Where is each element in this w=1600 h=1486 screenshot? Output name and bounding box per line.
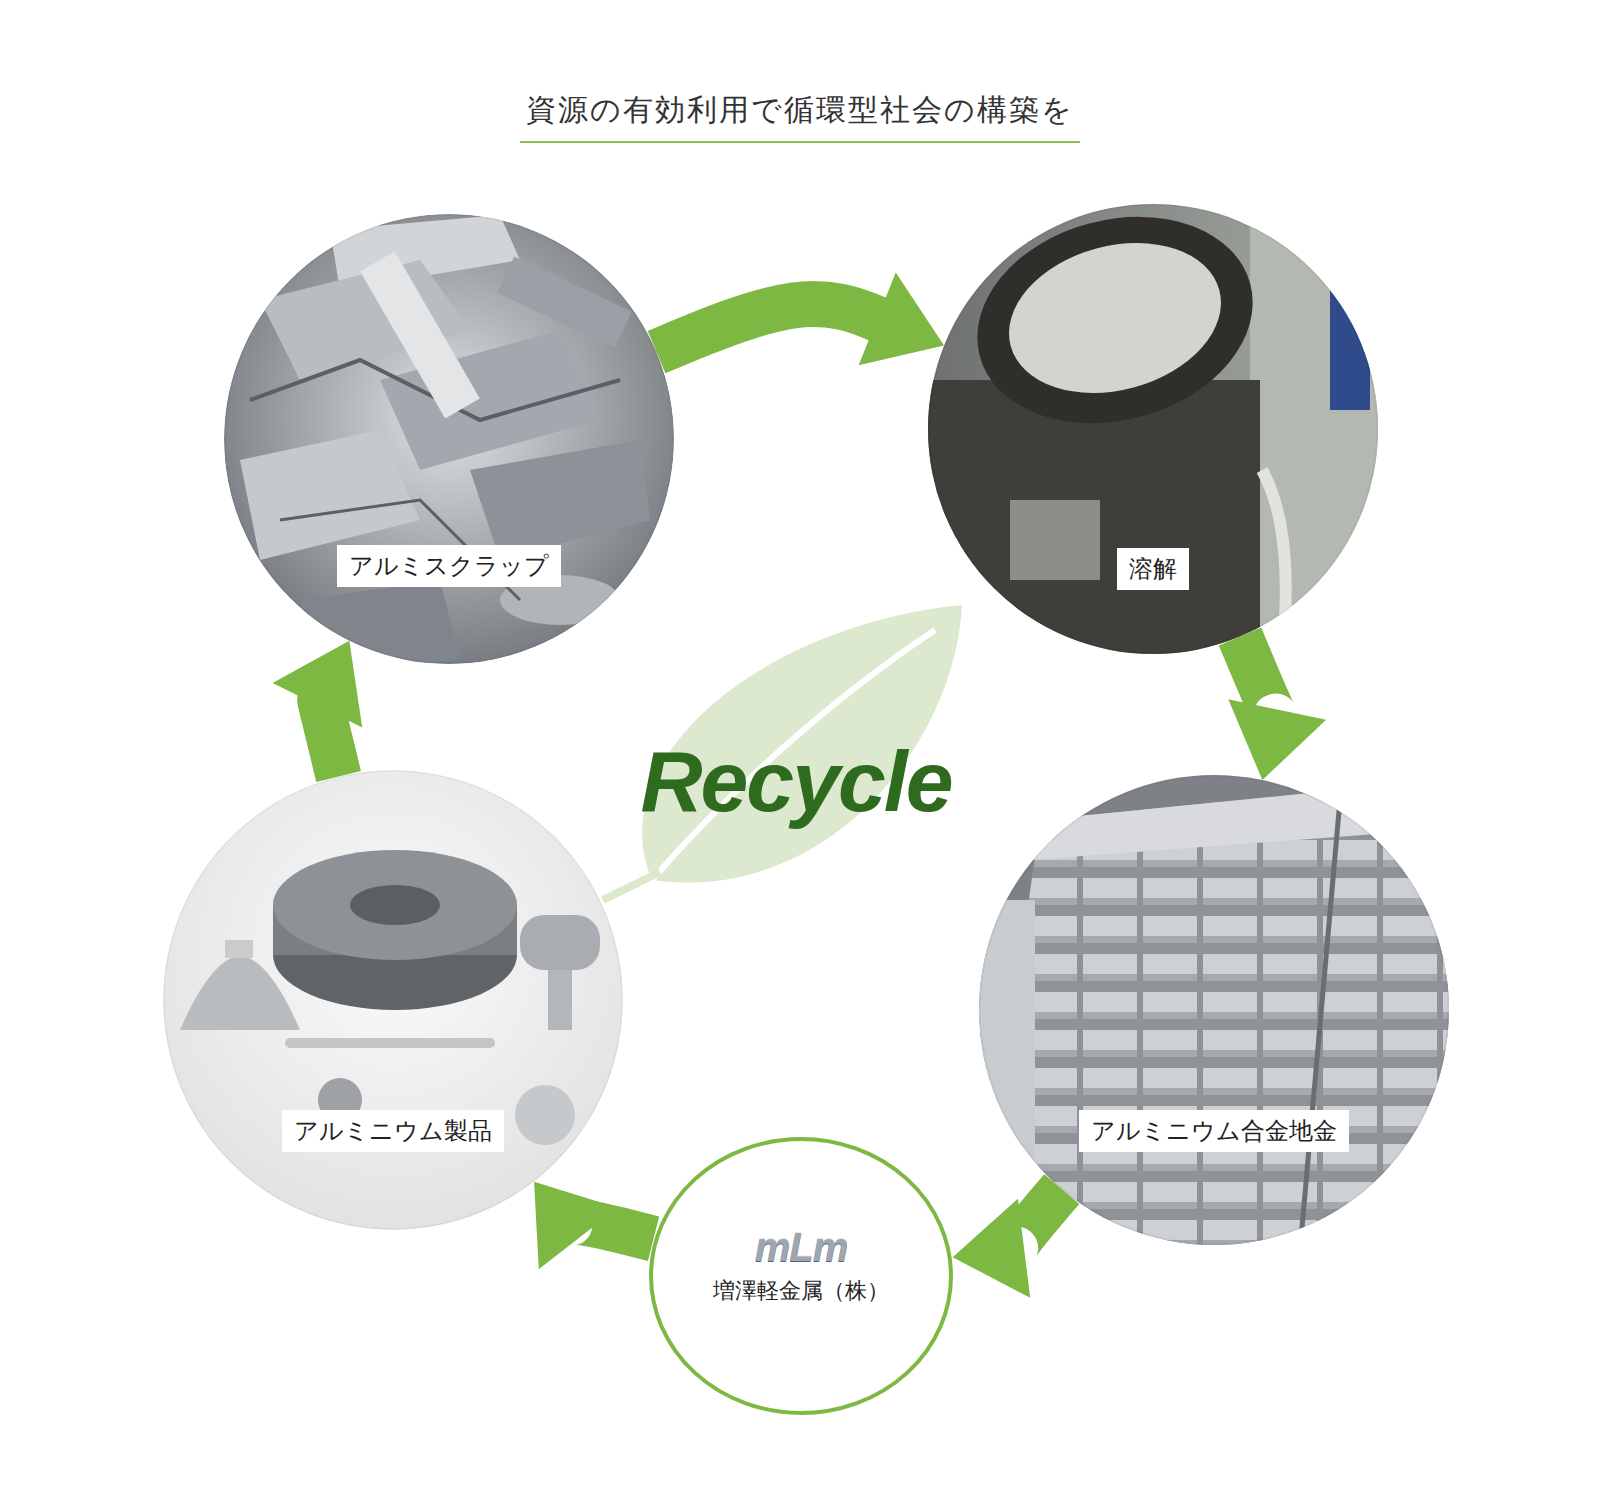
leaf-icon: [603, 872, 660, 900]
product-photo: [515, 1085, 575, 1145]
product-photo: [163, 770, 623, 1230]
product-photo-circle: アルミニウム製品: [163, 770, 623, 1230]
melting-photo: [1010, 500, 1100, 580]
melting-photo: [992, 221, 1238, 416]
node-outline: [979, 775, 1449, 1245]
arrow-head: [534, 1182, 618, 1270]
melting-photo: [1330, 260, 1370, 410]
scrap-photo: [497, 257, 632, 348]
photo-circle-outline: [980, 776, 1448, 1244]
node-content: アルミニウム製品: [163, 770, 623, 1230]
cycle-arrow: [534, 1182, 653, 1270]
photo-circle-outline: [164, 771, 622, 1229]
scrap-photo: [224, 214, 674, 670]
product-photo: [520, 915, 600, 970]
cycle-label: Recycle: [640, 731, 951, 831]
melting-photo: [920, 187, 1390, 670]
photo-circle-outline: [929, 205, 1377, 653]
photo-caption: アルミスクラップ: [337, 545, 561, 587]
node-outline: [163, 770, 623, 1230]
photo-caption: 溶解: [1117, 548, 1189, 590]
diagram-title: 資源の有効利用で循環型社会の構築を: [520, 90, 1080, 143]
melting-photo-circle: 溶解: [928, 204, 1378, 654]
node-outline: [224, 214, 674, 664]
cycle-arrow: [953, 1189, 1062, 1298]
product-photo: [548, 970, 572, 1030]
photo-caption: アルミニウム合金地金: [1079, 1110, 1349, 1152]
ingot-photo: [975, 770, 1460, 1250]
melting-photo: [1262, 470, 1286, 620]
leaf-icon: [603, 605, 962, 900]
scrap-photo-circle: アルミスクラップ: [224, 214, 674, 664]
melting-photo: [954, 187, 1276, 453]
ingot-photo: [1030, 780, 1440, 860]
product-photo: [225, 940, 253, 958]
company-ellipse-outline: [651, 1139, 951, 1413]
company-ellipse: mLm 増澤軽金属（株）: [648, 1136, 954, 1416]
photo-circle-outline: [225, 215, 673, 663]
company-logo: mLm: [755, 1225, 848, 1269]
title-bar: 資源の有効利用で循環型社会の構築を: [0, 90, 1600, 143]
arrow-head: [1228, 699, 1326, 780]
product-photo: [285, 1038, 495, 1048]
cycle-arrow: [1228, 637, 1326, 781]
node-outline: [648, 1136, 954, 1416]
label-holder: Recycle: [486, 731, 1106, 831]
arrow-shaft: [657, 304, 883, 352]
melting-photo: [920, 380, 1260, 670]
cycle-arrow: [273, 641, 363, 777]
scrap-photo: [224, 214, 674, 664]
product-photo: [350, 885, 440, 925]
scrap-photo: [240, 430, 420, 560]
ingot-photo: [1300, 800, 1340, 1250]
node-content: アルミニウム合金地金: [979, 775, 1449, 1245]
product-photo: [163, 770, 623, 1230]
photo-caption: アルミニウム製品: [282, 1110, 504, 1152]
node-content: mLm 増澤軽金属（株）: [648, 1136, 954, 1416]
node-content: アルミスクラップ: [224, 214, 674, 664]
ingot-photo-circle: アルミニウム合金地金: [979, 775, 1449, 1245]
arrow-head: [953, 1199, 1031, 1298]
product-photo: [180, 955, 300, 1030]
scrap-photo: [470, 440, 650, 560]
arrow-head: [273, 641, 363, 728]
arrow-head: [859, 272, 944, 365]
node-content: 溶解: [928, 204, 1378, 654]
company-name: 増澤軽金属（株）: [713, 1277, 889, 1306]
cycle-arrow: [657, 272, 944, 365]
product-photo: [273, 850, 517, 960]
melting-photo: [1250, 200, 1390, 660]
scrap-photo: [360, 251, 480, 418]
